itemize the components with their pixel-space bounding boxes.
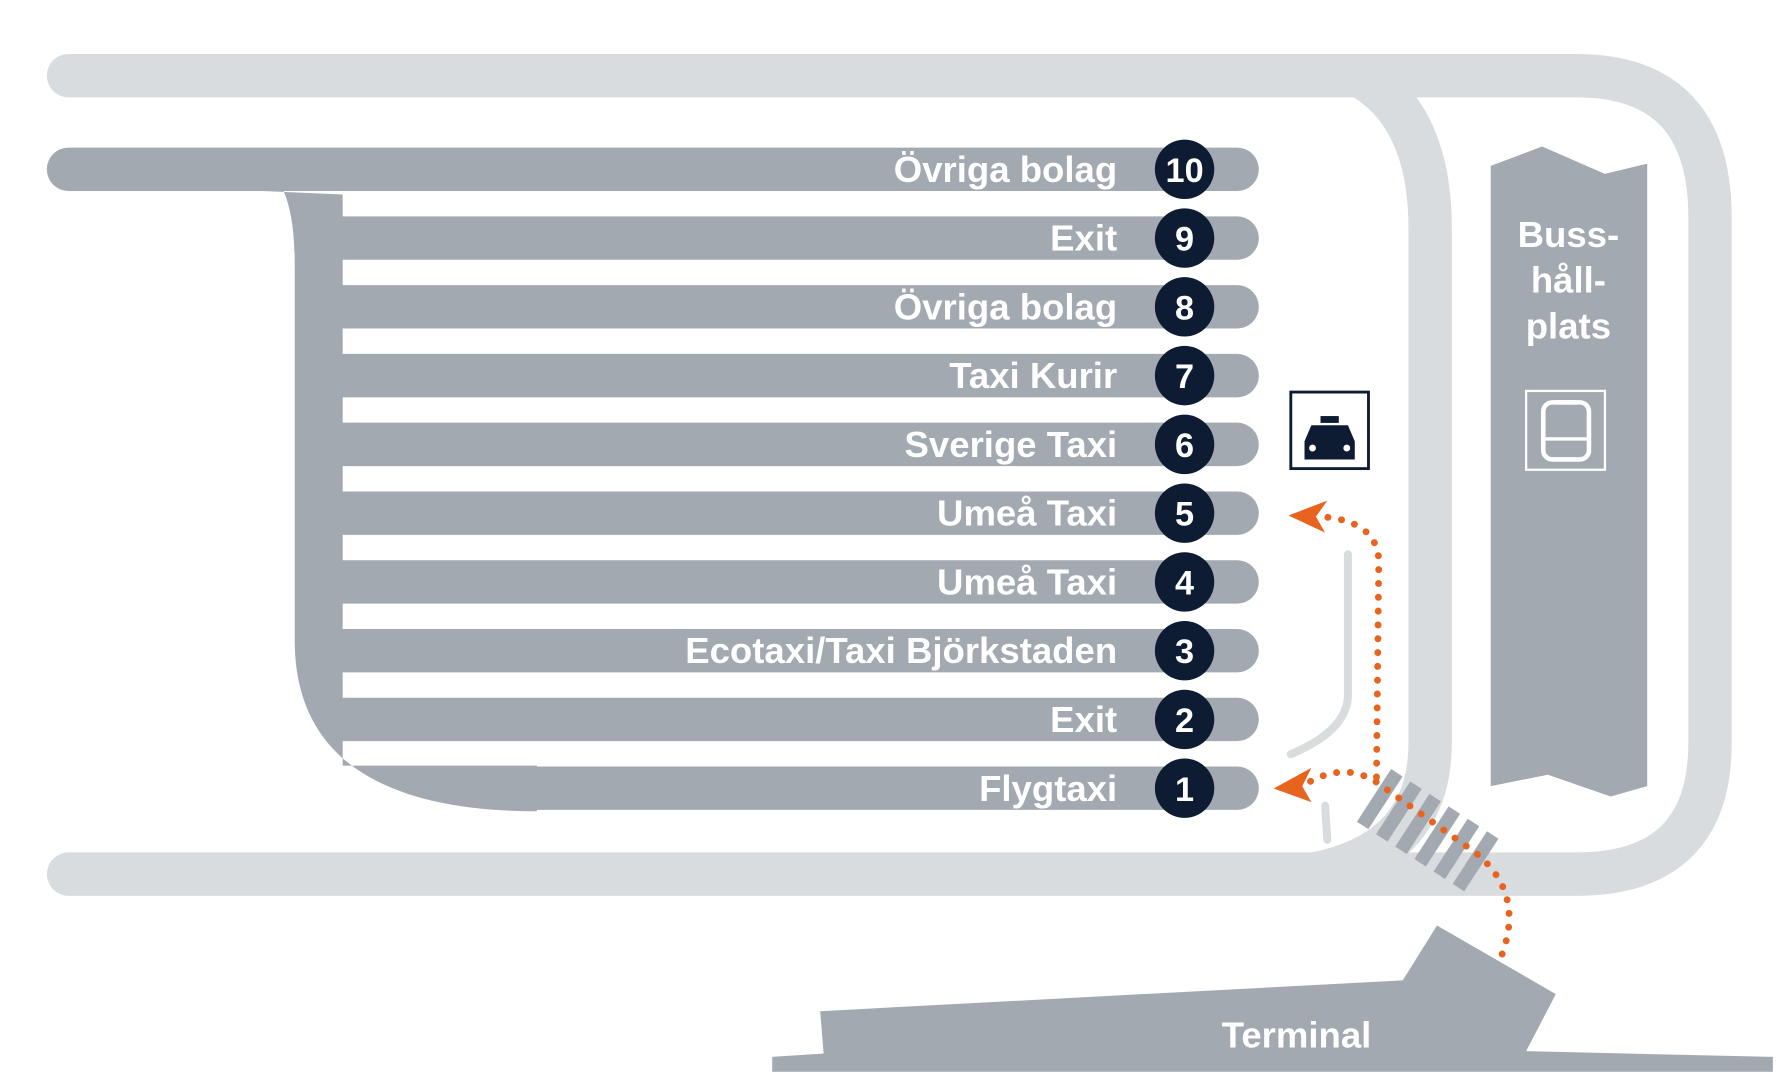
taxi-lane-5: Umeå Taxi 5 bbox=[320, 483, 1259, 543]
lane-number: 9 bbox=[1175, 221, 1194, 259]
lane-number-badge bbox=[1154, 483, 1215, 543]
lane-number: 4 bbox=[1175, 564, 1194, 602]
lane-label: Exit bbox=[1050, 699, 1117, 740]
lane-number: 1 bbox=[1175, 771, 1194, 809]
bus-stop-label-3: plats bbox=[1526, 305, 1611, 346]
inner-road bbox=[1309, 56, 1452, 896]
bus-stop-area bbox=[1490, 146, 1648, 797]
lane-number-badge bbox=[1154, 689, 1215, 750]
taxi-lane-9: Exit 9 bbox=[320, 208, 1259, 268]
taxi-lane-8: Övriga bolag 8 bbox=[320, 277, 1259, 337]
lane-number: 8 bbox=[1175, 289, 1194, 327]
taxi-lane-7: Taxi Kurir 7 bbox=[320, 345, 1259, 406]
lane-connector bbox=[68, 148, 537, 812]
lane-number: 2 bbox=[1175, 702, 1194, 740]
lane-number-badge bbox=[1154, 345, 1215, 406]
lane-number-badge bbox=[1154, 758, 1215, 818]
bus-stop-label-2: håll- bbox=[1531, 260, 1606, 301]
arrow-to-lane-5 bbox=[1288, 500, 1328, 533]
terminal-label: Terminal bbox=[1222, 1015, 1372, 1056]
outer-road bbox=[46, 53, 1732, 896]
lane-label: Exit bbox=[1050, 218, 1117, 259]
walking-route bbox=[1273, 500, 1513, 958]
lane-number-badge bbox=[1154, 277, 1215, 337]
taxi-icon bbox=[1289, 390, 1370, 471]
lane-number-badge bbox=[1154, 552, 1215, 612]
taxi-lane-10: Övriga bolag 10 bbox=[46, 139, 1259, 200]
lane-number-badge bbox=[1154, 620, 1215, 681]
bus-stop-label-1: Buss- bbox=[1518, 214, 1620, 255]
taxi-lane-6: Sverige Taxi 6 bbox=[320, 414, 1259, 475]
curb bbox=[1286, 550, 1352, 759]
lane-label: Ecotaxi/Taxi Björkstaden bbox=[685, 630, 1117, 671]
taxi-lane-3: Ecotaxi/Taxi Björkstaden 3 bbox=[320, 620, 1259, 681]
lane-number-badge bbox=[1154, 208, 1215, 268]
lane-label: Umeå Taxi bbox=[937, 493, 1117, 534]
lane-label: Taxi Kurir bbox=[949, 355, 1117, 396]
lane-number-badge bbox=[1154, 414, 1215, 475]
lane-number: 6 bbox=[1175, 427, 1194, 465]
arrow-to-lane-1 bbox=[1273, 767, 1312, 803]
lane-number: 5 bbox=[1175, 496, 1194, 534]
lane-number: 3 bbox=[1175, 633, 1194, 671]
taxi-lane-2: Exit 2 bbox=[320, 689, 1259, 750]
taxi-lane-1: Flygtaxi 1 bbox=[515, 758, 1259, 818]
curb bbox=[1321, 801, 1332, 844]
terminal-building bbox=[772, 925, 1773, 1072]
lane-label: Sverige Taxi bbox=[905, 424, 1118, 465]
lane-label: Övriga bolag bbox=[894, 149, 1117, 190]
lane-label: Flygtaxi bbox=[979, 768, 1117, 809]
lane-number: 7 bbox=[1175, 358, 1194, 396]
taxi-lane-4: Umeå Taxi 4 bbox=[320, 552, 1259, 612]
crosswalk bbox=[1356, 769, 1499, 892]
lane-number: 10 bbox=[1166, 152, 1204, 190]
lane-label: Umeå Taxi bbox=[937, 561, 1117, 602]
bus-icon bbox=[1524, 389, 1607, 471]
lane-number-badge bbox=[1154, 139, 1215, 200]
lane-label: Övriga bolag bbox=[894, 286, 1117, 327]
